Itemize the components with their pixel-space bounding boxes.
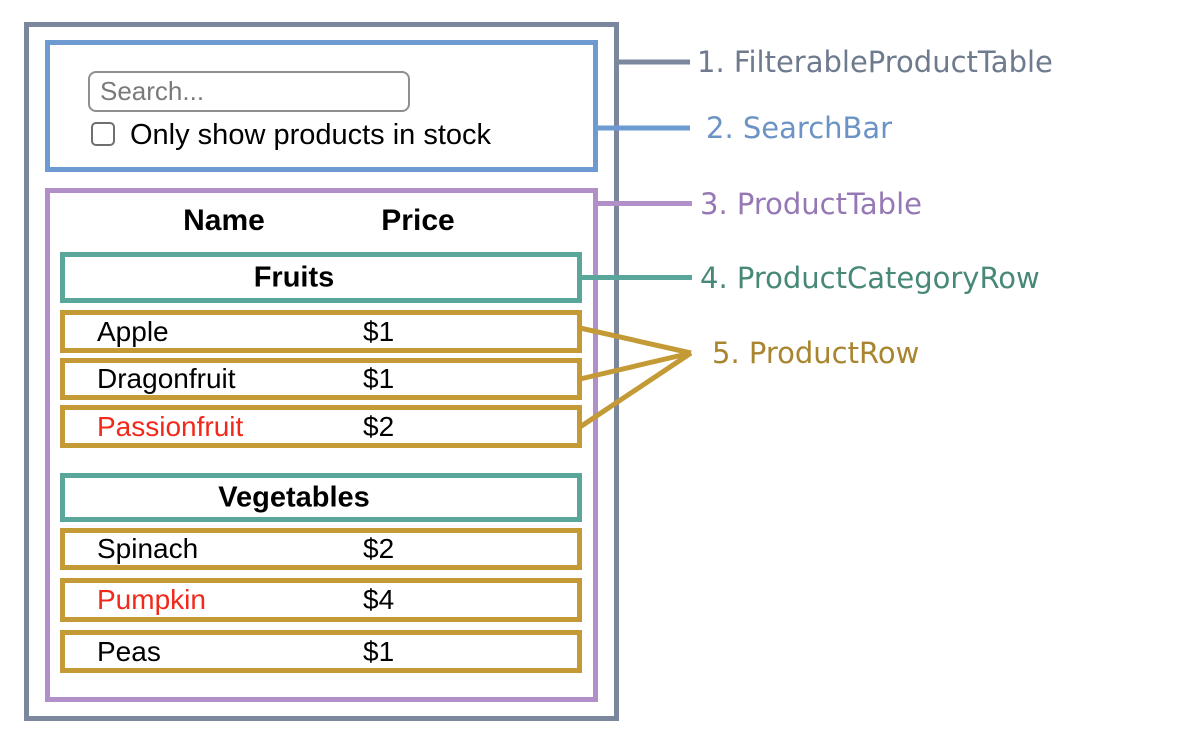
product-price: $4: [363, 584, 395, 615]
product-row-spinach: Spinach $2: [60, 528, 582, 570]
in-stock-checkbox-label: Only show products in stock: [130, 119, 492, 151]
product-name: Apple: [97, 315, 169, 347]
in-stock-checkbox[interactable]: [91, 122, 115, 146]
product-name: Pumpkin: [97, 584, 206, 615]
legend-label-product-category-row: 4. ProductCategoryRow: [700, 261, 1040, 295]
product-price: $1: [363, 363, 395, 394]
product-row-pumpkin: Pumpkin $4: [60, 578, 582, 622]
product-name: Dragonfruit: [97, 363, 236, 394]
product-price: $2: [363, 533, 395, 564]
column-header-price: Price: [381, 204, 455, 237]
product-price: $1: [363, 635, 395, 667]
category-title: Vegetables: [218, 481, 370, 513]
product-row-peas: Peas $1: [60, 630, 582, 673]
product-price: $1: [363, 315, 395, 347]
column-header-name: Name: [183, 204, 265, 237]
product-table-box: [45, 188, 598, 702]
product-row-dragonfruit: Dragonfruit $1: [60, 358, 582, 400]
product-row-apple: Apple $1: [60, 310, 582, 353]
product-name: Passionfruit: [97, 410, 244, 442]
product-row-passionfruit: Passionfruit $2: [60, 405, 582, 448]
legend-label-filterable-product-table: 1. FilterableProductTable: [697, 45, 1053, 79]
search-input[interactable]: [88, 71, 410, 112]
product-name: Spinach: [97, 533, 199, 564]
product-category-row-fruits: Fruits: [60, 252, 582, 303]
search-bar-box: [45, 40, 598, 172]
category-title: Fruits: [253, 261, 335, 293]
legend-label-product-table: 3. ProductTable: [700, 187, 922, 221]
product-name: Peas: [97, 635, 161, 667]
product-price: $2: [363, 410, 395, 442]
legend-label-product-row: 5. ProductRow: [712, 336, 920, 370]
legend-label-search-bar: 2. SearchBar: [706, 111, 893, 145]
product-category-row-vegetables: Vegetables: [60, 473, 582, 522]
